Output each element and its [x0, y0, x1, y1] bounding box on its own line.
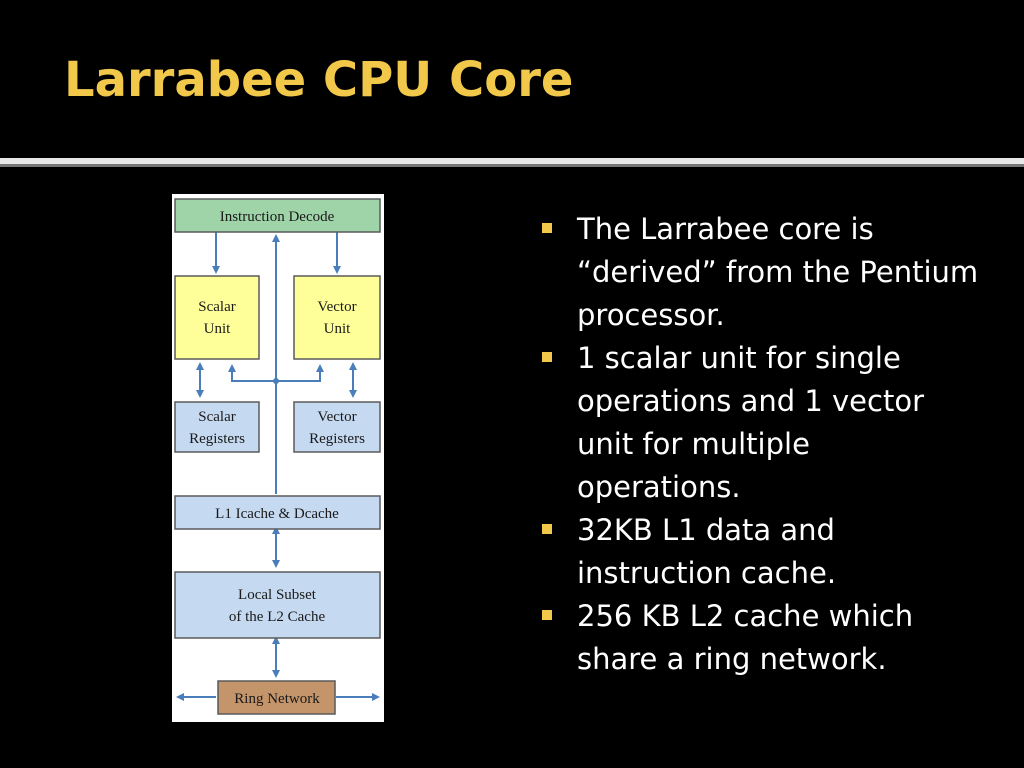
box-scalar-registers: Scalar Registers — [174, 401, 260, 453]
svg-text:Ring Network: Ring Network — [234, 691, 320, 707]
cpu-core-diagram: Instruction Decode Scalar Unit Vector Un… — [172, 194, 384, 722]
box-instruction-decode: Instruction Decode — [174, 198, 381, 233]
bullet-square-icon — [542, 610, 552, 620]
svg-text:Scalar: Scalar — [198, 299, 235, 315]
bus-to-scalar-unit — [228, 364, 276, 382]
slide-title: Larrabee CPU Core — [64, 52, 574, 108]
svg-text:Scalar: Scalar — [198, 409, 235, 425]
svg-text:Local Subset: Local Subset — [238, 587, 317, 603]
box-vector-unit: Vector Unit — [293, 275, 381, 360]
bullet-item: 1 scalar unit for single operations and … — [540, 337, 980, 509]
svg-text:of the L2 Cache: of the L2 Cache — [229, 609, 326, 625]
svg-text:Unit: Unit — [204, 321, 232, 337]
title-divider-light — [0, 158, 1024, 164]
title-divider-dark — [0, 164, 1024, 167]
title-bar: Larrabee CPU Core — [0, 0, 1024, 158]
bullet-list: The Larrabee core is “derived” from the … — [540, 208, 980, 681]
box-scalar-unit: Scalar Unit — [174, 275, 260, 360]
bus-junction — [273, 378, 279, 384]
bullet-item: 32KB L1 data and instruction cache. — [540, 509, 980, 595]
box-l1-cache: L1 Icache & Dcache — [174, 495, 381, 530]
svg-text:Unit: Unit — [324, 321, 352, 337]
svg-text:Instruction Decode: Instruction Decode — [220, 209, 335, 225]
svg-text:Registers: Registers — [309, 431, 365, 447]
box-l2-subset: Local Subset of the L2 Cache — [174, 571, 381, 639]
bullet-item: 256 KB L2 cache which share a ring netwo… — [540, 595, 980, 681]
bullet-square-icon — [542, 524, 552, 534]
svg-text:Vector: Vector — [317, 299, 356, 315]
bus-to-vector-unit — [276, 364, 324, 382]
bullet-square-icon — [542, 352, 552, 362]
box-vector-registers: Vector Registers — [293, 401, 381, 453]
svg-text:Vector: Vector — [317, 409, 356, 425]
svg-text:L1 Icache & Dcache: L1 Icache & Dcache — [215, 506, 339, 522]
svg-text:Registers: Registers — [189, 431, 245, 447]
bullet-square-icon — [542, 223, 552, 233]
diagram-svg: Instruction Decode Scalar Unit Vector Un… — [174, 198, 381, 715]
connectors — [176, 232, 380, 701]
box-ring-network: Ring Network — [217, 680, 336, 715]
content-area — [0, 167, 1024, 768]
bullet-item: The Larrabee core is “derived” from the … — [540, 208, 980, 337]
